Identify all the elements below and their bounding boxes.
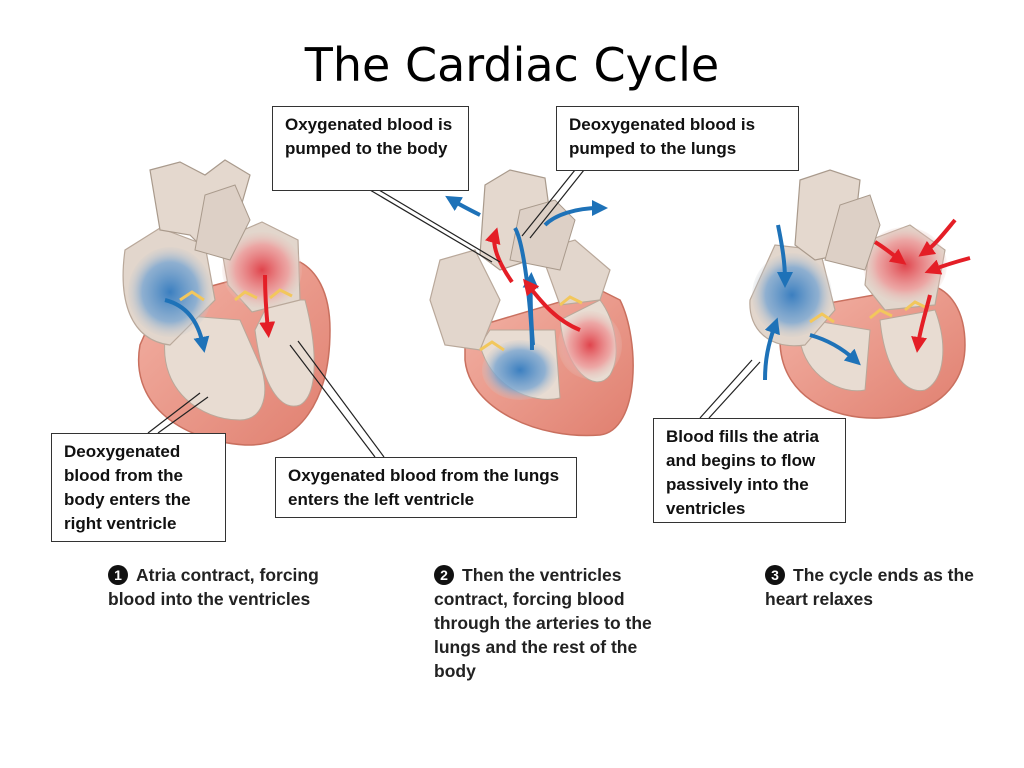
callout-text: Oxygenated blood from the lungs enters t… [288, 466, 560, 509]
leader-lines [147, 169, 761, 458]
step-number-icon: 3 [765, 565, 785, 585]
callout-deoxygenated-body: Deoxygenated blood from the body enters … [51, 433, 226, 542]
blood-flow-arrow-icon [918, 218, 957, 257]
blood-flow-arrow-icon [543, 200, 608, 227]
blood-flow-arrow-icon [911, 294, 932, 353]
blood-flow-arrow-icon [485, 227, 514, 284]
callout-text: Deoxygenated blood is pumped to the lung… [569, 115, 756, 158]
heart-ventricular-systole [429, 169, 634, 437]
blood-flow-arrow-icon [809, 333, 861, 366]
step-number-icon: 1 [108, 565, 128, 585]
blood-flow-arrow-icon [259, 274, 276, 338]
callout-text: Deoxygenated blood from the body enters … [64, 442, 191, 533]
callout-oxygenated-lungs: Oxygenated blood from the lungs enters t… [275, 457, 577, 518]
callout-deoxygenated-lungs: Deoxygenated blood is pumped to the lung… [556, 106, 799, 171]
slide-title: The Cardiac Cycle [304, 38, 720, 92]
step-text: The cycle ends as the heart relaxes [765, 565, 974, 609]
blood-flow-arrow-icon [763, 317, 780, 381]
callout-oxygenated-body: Oxygenated blood is pumped to the body [272, 106, 469, 191]
step-text: Atria contract, forcing blood into the v… [108, 565, 319, 609]
blood-flow-arrow-icon [445, 195, 481, 217]
blood-flow-arrow-icon [164, 298, 210, 353]
blood-flow-arrow-icon [523, 278, 581, 332]
callout-text: Oxygenated blood is pumped to the body [285, 115, 453, 158]
heart-relaxation [749, 169, 966, 419]
step-number-icon: 2 [434, 565, 454, 585]
blood-flow-arrow-icon [873, 240, 907, 265]
blood-flow-arrow-icon [924, 256, 971, 275]
blood-flow-arrow-icon [776, 224, 793, 288]
heart-atrial-systole [122, 159, 331, 446]
callout-text: Blood fills the atria and begins to flow… [666, 427, 820, 518]
step-text: Then the ventricles contract, forcing bl… [434, 565, 652, 681]
callout-atria-fill: Blood fills the atria and begins to flow… [653, 418, 846, 523]
